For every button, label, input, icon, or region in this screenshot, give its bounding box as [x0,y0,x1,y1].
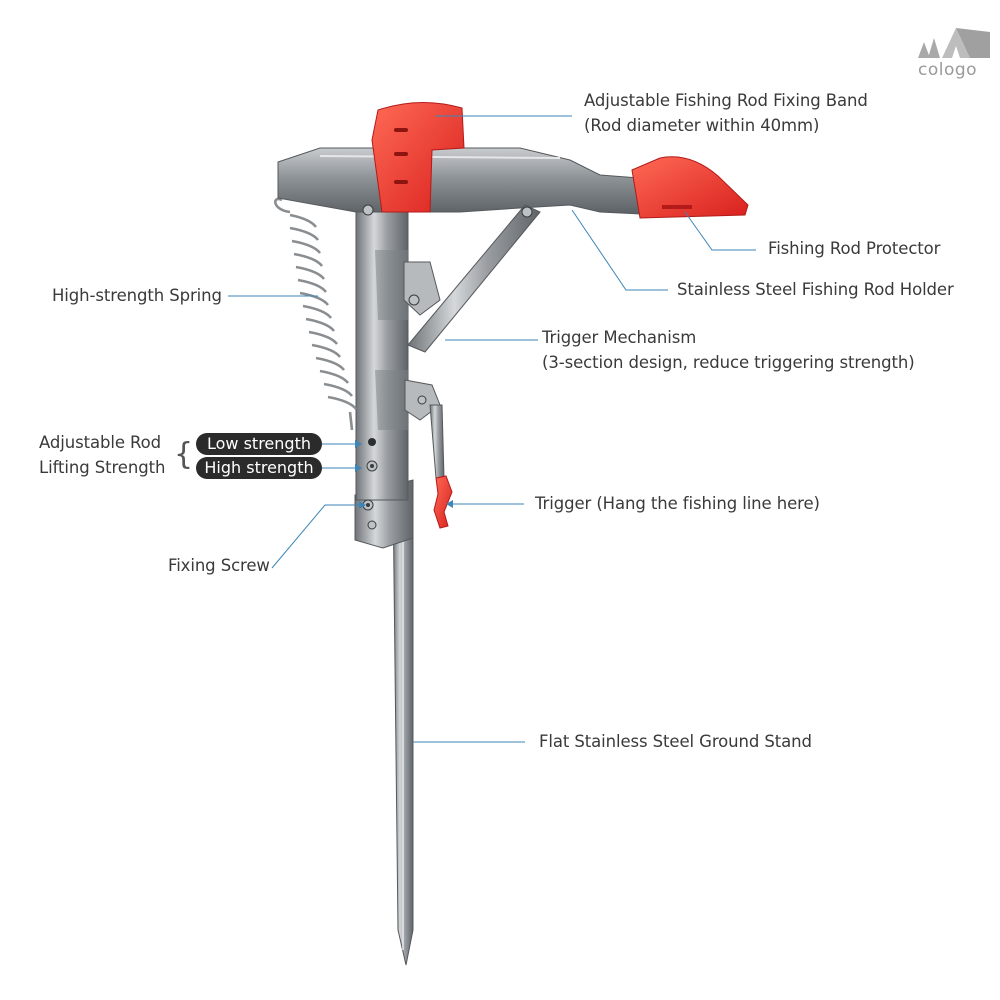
label-spring: High-strength Spring [52,286,222,305]
trigger-arm [403,204,541,421]
ground-stand [392,489,414,966]
tent-and-trees-icon [918,28,990,58]
label-fixing-screw: Fixing Screw [168,556,270,575]
label-trigger-mechanism-line1: Trigger Mechanism [542,328,697,347]
label-ground-stand: Flat Stainless Steel Ground Stand [539,732,812,751]
label-rod-holder: Stainless Steel Fishing Rod Holder [677,280,954,299]
adjustment-holes [362,438,378,530]
brace-icon: { [174,437,194,472]
main-frame [355,189,409,501]
leader-lines [228,115,756,743]
label-fixing-band-line1: Adjustable Fishing Rod Fixing Band [584,91,868,110]
leader-arrowheads [355,440,453,509]
rod-protector [631,156,749,219]
leader-fixing-screw [271,504,360,569]
arrowhead-high-strength [355,464,362,472]
label-lifting-strength-line1: Adjustable Rod [39,433,162,452]
arrowhead-fixing-screw [359,501,366,509]
label-trigger: Trigger (Hang the fishing line here) [535,494,820,513]
brand-logo-text: cologo [918,60,978,80]
arrowhead-low-strength [355,440,362,448]
badge-high-strength: High strength [196,457,322,479]
rod-holder-bar [277,147,641,216]
label-lifting-strength-line2: Lifting Strength [39,458,166,477]
leader-rod-protector [684,211,756,251]
leader-rod-holder [571,209,668,291]
badge-low-strength: Low strength [196,433,322,455]
label-trigger-mechanism-line2: (3-section design, reduce triggering str… [542,353,915,372]
label-rod-protector: Fishing Rod Protector [768,239,941,258]
fixing-band [371,102,465,213]
spring [274,197,358,431]
label-fixing-band-line2: (Rod diameter within 40mm) [584,116,820,135]
arrowhead-trigger [446,500,453,508]
trigger [429,404,453,529]
